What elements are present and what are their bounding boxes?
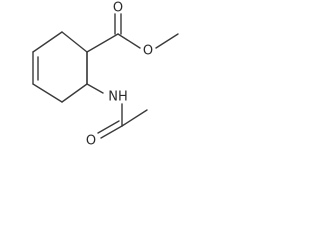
bond-c1-carbonyl-c <box>86 33 119 53</box>
atom-label-carbonyl-o: O <box>113 1 123 16</box>
bond-ring-c6-c1 <box>32 31 63 53</box>
atom-label-amide-o: O <box>86 134 96 149</box>
bond-ring-c4-c5 <box>32 83 63 103</box>
bond-acyl-c-methyl <box>121 109 148 127</box>
bond-ring-c3-c4 <box>61 83 88 103</box>
bond-acyl-double-a <box>100 125 123 139</box>
bond-quaternary-c-n <box>86 83 104 94</box>
atom-label-amide-nh: NH <box>108 90 128 105</box>
bond-ester-o-methyl <box>155 33 179 49</box>
structural-formula: O O NH O <box>32 1 179 149</box>
acetamido-group: NH O <box>86 51 148 149</box>
methyl-ester-group: O O <box>86 1 179 59</box>
bond-ring-c1-c2 <box>61 31 88 53</box>
atom-label-ester-o: O <box>143 44 153 59</box>
cyclohexene-ring <box>32 31 88 103</box>
bond-carbonyl-c-ester-o <box>117 33 141 49</box>
bond-acyl-double-b <box>97 120 120 134</box>
